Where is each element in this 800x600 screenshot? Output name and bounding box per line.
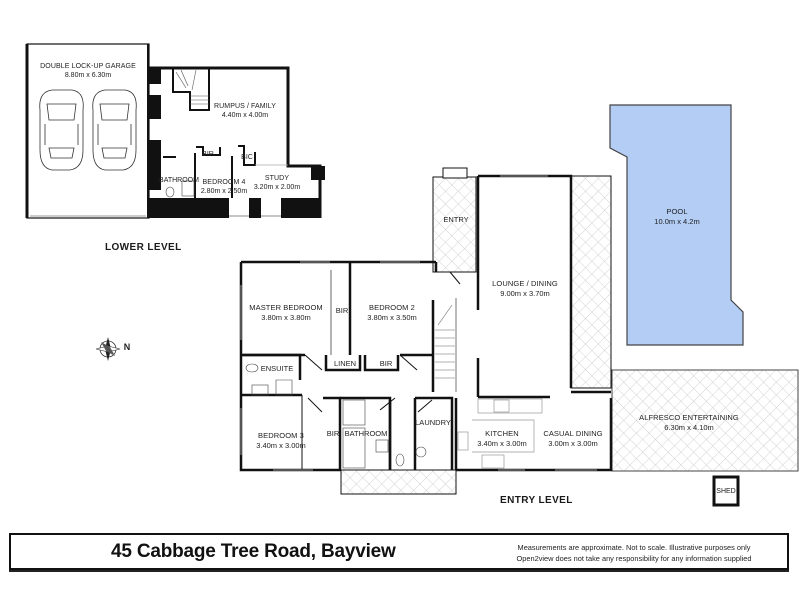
room-kitchen: KITCHEN 3.40m x 3.00m <box>477 429 527 449</box>
room-name: BEDROOM 2 <box>369 303 415 312</box>
disclaimer-line-2: Open2view does not take any responsibili… <box>516 554 752 563</box>
lower-walls <box>149 66 325 218</box>
room-dims: 9.00m x 3.70m <box>500 289 550 298</box>
room-name: BEDROOM 3 <box>258 431 304 440</box>
room-name: MASTER BEDROOM <box>249 303 323 312</box>
room-name: DOUBLE LOCK-UP GARAGE <box>40 63 136 70</box>
room-dims: 10.0m x 4.2m <box>654 217 700 226</box>
room-shed: SHED <box>716 488 736 495</box>
room-ensuite: ENSUITE <box>260 364 294 373</box>
room-name: ALFRESCO ENTERTAINING <box>639 413 739 422</box>
car-icon <box>39 89 84 171</box>
room-garage: DOUBLE LOCK-UP GARAGE 8.80m x 6.30m <box>40 62 136 80</box>
property-address: 45 Cabbage Tree Road, Bayview <box>111 541 396 562</box>
room-linen: LINEN <box>333 359 357 368</box>
room-dims: 3.40m x 3.00m <box>477 439 527 448</box>
room-lounge-dining: LOUNGE / DINING 9.00m x 3.70m <box>492 279 558 299</box>
room-dims: 4.40m x 4.00m <box>221 112 269 119</box>
room-name: POOL <box>666 207 688 216</box>
room-bed3-bir: BIR <box>326 429 340 438</box>
compass-north-label: N <box>123 342 131 352</box>
room-bedroom3: BEDROOM 3 3.40m x 3.00m <box>256 431 306 451</box>
room-bedroom4: BEDROOM 4 2.80m x 2.50m <box>201 178 247 196</box>
shed <box>712 475 740 507</box>
pool <box>609 104 744 346</box>
footer-bar: 45 Cabbage Tree Road, Bayview Measuremen… <box>9 533 789 570</box>
room-casual-dining: CASUAL DINING 3.00m x 3.00m <box>543 429 602 449</box>
room-master-bir: BIR <box>335 306 349 315</box>
room-dims: 8.80m x 6.30m <box>64 72 112 79</box>
room-name: RUMPUS / FAMILY <box>213 103 277 110</box>
room-master-bedroom: MASTER BEDROOM 3.80m x 3.80m <box>249 303 323 323</box>
disclaimer: Measurements are approximate. Not to sca… <box>489 542 779 564</box>
room-bic: BIC <box>241 154 253 161</box>
lower-level <box>25 43 325 219</box>
room-bathroom: BATHROOM <box>344 429 388 438</box>
room-dims: 3.00m x 3.00m <box>548 439 598 448</box>
room-dims: 2.80m x 2.50m <box>200 188 248 195</box>
room-name: KITCHEN <box>485 429 519 438</box>
room-entry: ENTRY <box>443 215 469 224</box>
room-laundry: LAUNDRY <box>415 418 451 427</box>
lower-level-title: LOWER LEVEL <box>105 242 182 253</box>
room-pool: POOL 10.0m x 4.2m <box>654 207 699 227</box>
room-alfresco: ALFRESCO ENTERTAINING 6.30m x 4.10m <box>639 413 739 433</box>
room-name: STUDY <box>264 175 290 182</box>
room-dims: 3.80m x 3.80m <box>261 313 311 322</box>
room-name: CASUAL DINING <box>543 429 603 438</box>
room-study: STUDY 3.20m x 2.00m <box>254 174 300 192</box>
garage <box>25 43 150 219</box>
room-lower-bir: BIR <box>202 151 214 158</box>
room-name: LOUNGE / DINING <box>492 279 558 288</box>
car-icon <box>92 89 137 171</box>
room-rumpus: RUMPUS / FAMILY 4.40m x 4.00m <box>214 102 276 120</box>
room-dims: 3.80m x 3.50m <box>367 313 417 322</box>
disclaimer-line-1: Measurements are approximate. Not to sca… <box>517 543 751 552</box>
room-bed2-bir: BIR <box>379 359 393 368</box>
room-name: BEDROOM 4 <box>202 179 246 186</box>
entry-level-title: ENTRY LEVEL <box>500 495 573 506</box>
room-dims: 3.40m x 3.00m <box>256 441 306 450</box>
room-bedroom2: BEDROOM 2 3.80m x 3.50m <box>367 303 417 323</box>
room-lower-bathroom: BATHROOM <box>159 177 199 184</box>
room-dims: 3.20m x 2.00m <box>253 184 301 191</box>
entry-level <box>239 104 799 507</box>
room-dims: 6.30m x 4.10m <box>664 423 714 432</box>
compass-icon <box>95 337 121 361</box>
